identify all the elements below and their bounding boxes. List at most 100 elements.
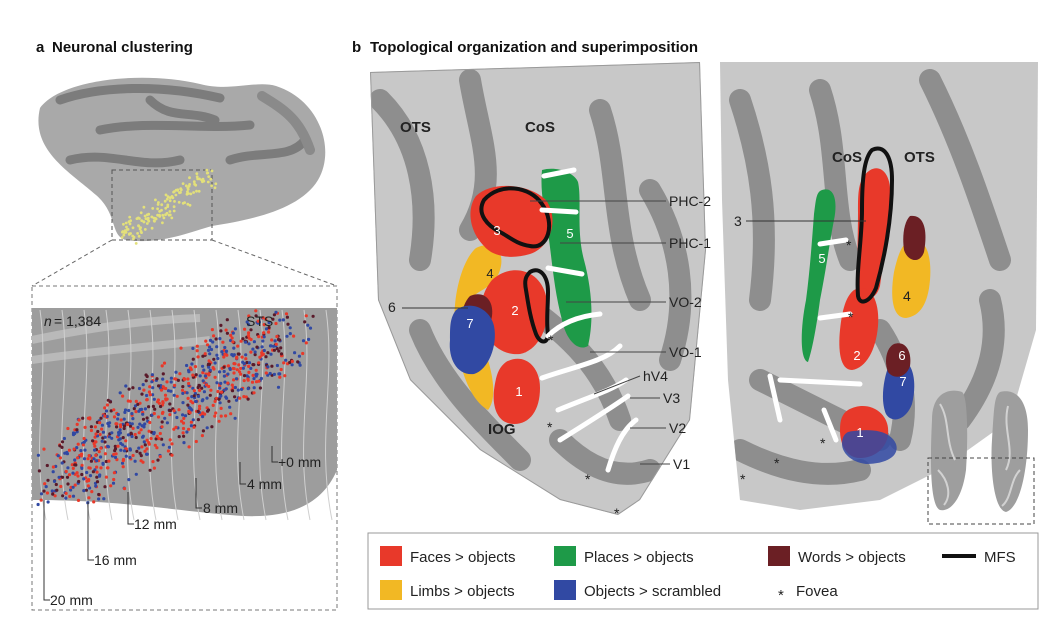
- neuron-dot: [178, 372, 182, 376]
- recording-site-dot: [137, 234, 141, 238]
- neuron-dot: [145, 374, 149, 379]
- neuron-dot: [70, 463, 74, 467]
- area-phc2: PHC-2: [669, 193, 711, 209]
- neuron-dot: [86, 457, 90, 461]
- neuron-dot: [50, 489, 54, 493]
- neuron-dot: [175, 415, 179, 420]
- neuron-dot: [116, 412, 120, 417]
- neuron-dot: [128, 448, 132, 452]
- neuron-dot: [145, 416, 149, 420]
- neuron-dot: [229, 338, 233, 343]
- neuron-dot: [254, 314, 258, 318]
- neuron-dot: [139, 428, 143, 432]
- legend-label-faces: Faces > objects: [410, 549, 515, 566]
- neuron-dot: [279, 346, 283, 350]
- neuron-dot: [91, 470, 95, 474]
- recording-site-dot: [195, 172, 199, 176]
- right-roi-limbs: [892, 239, 931, 318]
- neuron-dot: [185, 430, 189, 434]
- recording-site-dot: [154, 217, 158, 221]
- neuron-dot: [182, 441, 186, 445]
- neuron-dot: [82, 436, 86, 441]
- neuron-dot: [174, 425, 178, 429]
- recording-site-dot: [124, 221, 128, 225]
- left-roi-places: [541, 168, 592, 348]
- neuron-dot: [221, 340, 225, 344]
- neuron-dot: [140, 392, 144, 396]
- neuron-dot: [150, 373, 154, 377]
- neuron-dot: [272, 313, 276, 317]
- recording-site-dot: [140, 219, 144, 223]
- neuron-dot: [91, 439, 95, 443]
- neuron-dot: [161, 443, 165, 447]
- neuron-dot: [200, 386, 204, 390]
- neuron-dot: [208, 368, 212, 372]
- neuron-dot: [80, 472, 84, 477]
- neuron-dot: [82, 477, 86, 481]
- neuron-dot: [89, 459, 93, 463]
- neuron-dot: [43, 482, 47, 486]
- left-fovea-star: *: [585, 471, 591, 487]
- neuron-dot: [148, 385, 152, 389]
- neuron-dot: [46, 478, 50, 482]
- neuron-dot: [270, 364, 274, 368]
- neuron-dot: [175, 394, 179, 398]
- neuron-dot: [163, 416, 167, 420]
- neuron-dot: [119, 448, 123, 452]
- neuron-dot: [160, 364, 164, 368]
- neuron-dot: [130, 422, 134, 426]
- neuron-dot: [119, 425, 123, 429]
- neuron-dot: [123, 410, 127, 414]
- neuron-dot: [94, 484, 98, 488]
- neuron-dot: [233, 362, 237, 366]
- left-roi-num-6: 6: [388, 299, 396, 315]
- neuron-dot: [113, 444, 117, 448]
- neuron-dot: [118, 391, 122, 395]
- panel-a-recording-sites: [120, 168, 218, 245]
- neuron-dot: [93, 448, 97, 452]
- neuron-dot: [130, 412, 134, 416]
- neuron-dot: [215, 345, 219, 349]
- neuron-dot: [172, 427, 176, 431]
- neuron-dot: [83, 448, 87, 452]
- neuron-dot: [247, 314, 251, 318]
- n-label-italic: n: [44, 313, 52, 329]
- neuron-dot: [45, 491, 50, 495]
- neuron-dot: [252, 340, 256, 344]
- recording-site-dot: [186, 187, 190, 191]
- neuron-dot: [181, 413, 185, 417]
- neuron-dot: [147, 405, 151, 409]
- right-mfs-outline: [855, 146, 895, 304]
- recording-site-dot: [210, 169, 214, 173]
- neuron-dot: [218, 401, 222, 405]
- left-roi-num-5: 5: [566, 226, 573, 241]
- neuron-dot: [120, 461, 125, 465]
- neuron-dot: [145, 452, 149, 456]
- neuron-dot: [217, 419, 221, 423]
- neuron-dot: [272, 372, 276, 376]
- recording-site-dot: [177, 200, 181, 204]
- neuron-dot: [201, 379, 205, 383]
- neuron-dot: [174, 370, 178, 374]
- neuron-dot: [232, 371, 236, 375]
- neuron-dot: [166, 389, 171, 393]
- n-value: = 1,384: [54, 313, 101, 329]
- neuron-dot: [268, 371, 272, 376]
- neuron-dot: [112, 408, 116, 412]
- neuron-dot: [224, 414, 228, 418]
- neuron-dot: [260, 351, 264, 355]
- neuron-dot: [250, 380, 255, 384]
- neuron-dot: [162, 361, 167, 365]
- neuron-dot: [187, 381, 191, 386]
- depth-8mm: 8 mm: [203, 500, 238, 516]
- neuron-dot: [231, 340, 235, 344]
- neuron-dot: [131, 453, 135, 458]
- neuron-dot: [247, 336, 251, 340]
- neuron-dot: [254, 309, 258, 313]
- neuron-dot: [79, 449, 83, 453]
- neuron-dot: [197, 407, 202, 411]
- neuron-dot: [62, 436, 66, 441]
- recording-site-dot: [213, 186, 217, 190]
- neuron-dot: [239, 339, 243, 343]
- left-roi-face-1: [493, 358, 540, 424]
